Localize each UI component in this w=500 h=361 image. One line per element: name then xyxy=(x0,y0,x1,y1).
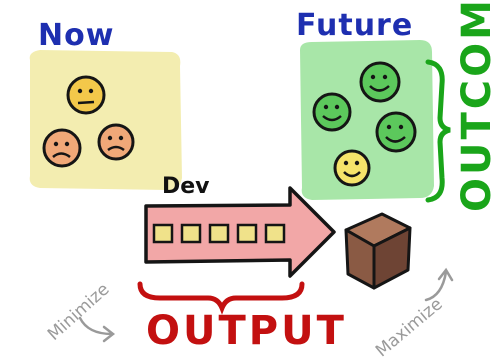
maximize-arrow xyxy=(424,270,448,302)
now-panel xyxy=(29,50,183,190)
happy-yellow-face xyxy=(333,149,371,187)
minimize-arrow xyxy=(78,316,114,336)
work-item-block xyxy=(180,223,202,244)
future-panel xyxy=(300,40,434,200)
outcome-label: OUTCOME xyxy=(454,0,500,212)
product-box xyxy=(344,212,412,290)
maximize-arrowhead xyxy=(437,267,454,282)
work-item-blocks xyxy=(152,223,286,244)
work-item-block xyxy=(152,223,174,244)
sad-orange-face-left xyxy=(42,128,82,168)
happy-green-face-left xyxy=(312,92,352,132)
work-item-block xyxy=(236,223,258,244)
now-label: Now xyxy=(38,18,115,53)
sad-orange-face-right xyxy=(97,123,135,161)
minimize-arrowhead xyxy=(102,325,116,343)
dev-label: Dev xyxy=(162,174,210,199)
future-label: Future xyxy=(296,8,414,43)
outcome-brace xyxy=(425,59,451,203)
work-item-block xyxy=(208,223,230,244)
happy-green-face-top xyxy=(359,61,401,103)
output-brace xyxy=(137,281,305,315)
happy-green-face-right xyxy=(375,111,417,153)
work-item-block xyxy=(264,223,286,244)
output-label: OUTPUT xyxy=(146,308,347,354)
neutral-yellow-face xyxy=(66,75,106,115)
